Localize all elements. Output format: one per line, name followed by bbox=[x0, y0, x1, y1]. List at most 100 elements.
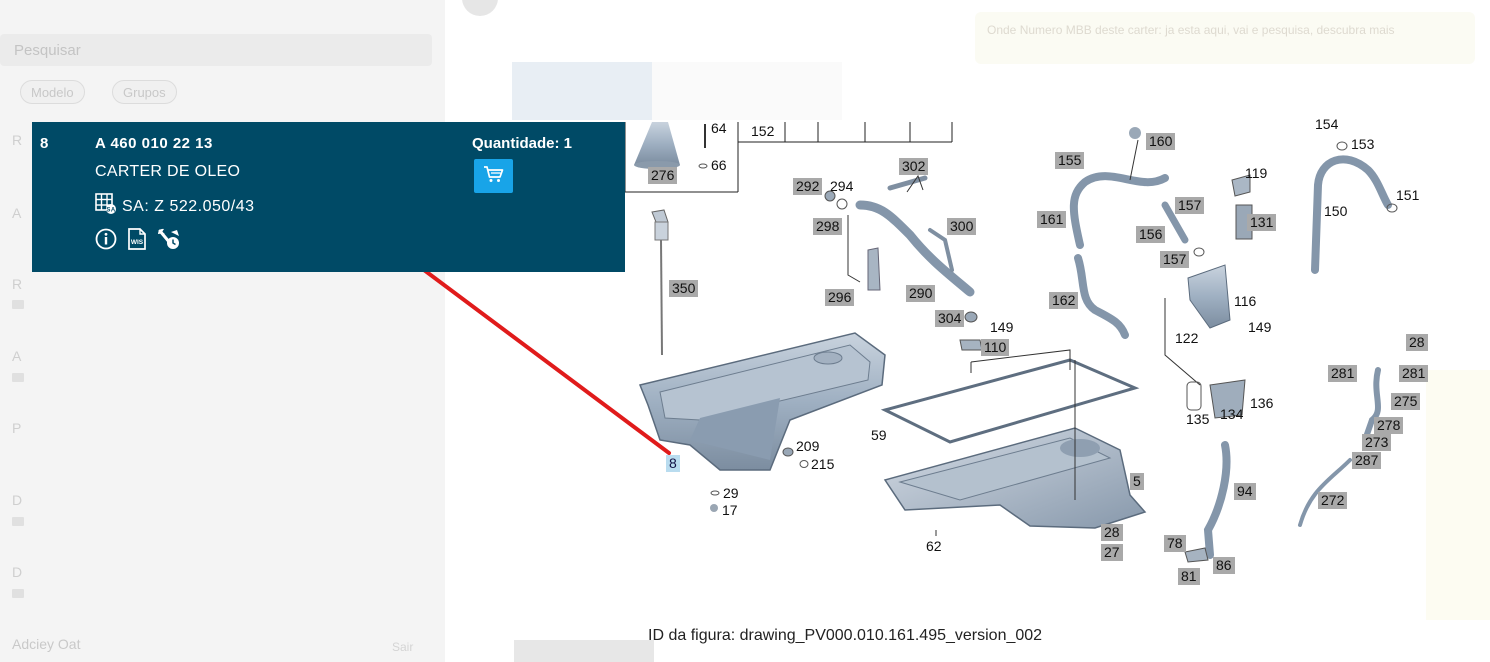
part-label[interactable]: 292 bbox=[793, 178, 823, 195]
part-label[interactable]: 272 bbox=[1318, 492, 1348, 509]
part-label[interactable]: 62 bbox=[926, 538, 942, 554]
part-label[interactable]: 154 bbox=[1315, 116, 1339, 132]
hose-150 bbox=[1311, 155, 1392, 274]
part-label[interactable]: 5 bbox=[1130, 473, 1144, 490]
part-label[interactable]: 350 bbox=[669, 280, 699, 297]
part-label[interactable]: 116 bbox=[1234, 293, 1257, 309]
part-label[interactable]: 281 bbox=[1399, 365, 1429, 382]
sidebar-row[interactable]: R bbox=[12, 276, 23, 292]
figure-id-caption: ID da figura: drawing_PV000.010.161.495_… bbox=[648, 627, 1043, 644]
part-label[interactable]: 153 bbox=[1351, 136, 1375, 152]
part-description: CARTER DE OLEO bbox=[95, 163, 241, 180]
sidebar-row[interactable]: D bbox=[12, 564, 23, 580]
add-to-cart-button[interactable] bbox=[474, 159, 513, 193]
part-label[interactable]: 86 bbox=[1213, 557, 1235, 574]
part-label[interactable]: 17 bbox=[722, 502, 738, 518]
part-label[interactable]: 294 bbox=[830, 178, 854, 194]
cart-icon bbox=[483, 165, 505, 188]
part-label[interactable]: 157 bbox=[1175, 197, 1205, 214]
oil-line-290 bbox=[855, 200, 975, 297]
part-label[interactable]: 110 bbox=[981, 339, 1010, 356]
part-label[interactable]: 119 bbox=[1245, 165, 1268, 181]
sidebar-row[interactable]: P bbox=[12, 420, 22, 436]
part-label[interactable]: 151 bbox=[1396, 187, 1420, 203]
part-label[interactable]: 66 bbox=[711, 157, 727, 173]
hose-155 bbox=[1069, 172, 1169, 249]
part-label-highlighted[interactable]: 8 bbox=[666, 455, 680, 472]
part-label[interactable]: 28 bbox=[1406, 334, 1428, 351]
search-input[interactable]: Pesquisar bbox=[0, 34, 432, 66]
part-label[interactable]: 149 bbox=[1248, 319, 1272, 335]
part-label[interactable]: 275 bbox=[1391, 393, 1421, 410]
part-label[interactable]: 28 bbox=[1101, 524, 1123, 541]
sidebar-row[interactable]: R bbox=[12, 132, 23, 148]
part-label[interactable]: 273 bbox=[1362, 434, 1392, 451]
sa-code: SA: Z 522.050/43 bbox=[122, 197, 255, 215]
part-label[interactable]: 302 bbox=[899, 158, 929, 175]
part-label[interactable]: 161 bbox=[1037, 211, 1067, 228]
part-label[interactable]: 215 bbox=[811, 456, 835, 472]
hose-94 bbox=[1203, 441, 1231, 559]
notice-banner: Onde Numero MBB deste carter: ja esta aq… bbox=[975, 12, 1475, 64]
part-label[interactable]: 290 bbox=[906, 285, 936, 302]
part-label[interactable]: 287 bbox=[1352, 452, 1382, 469]
part-label[interactable]: 300 bbox=[947, 218, 977, 235]
gasket-part bbox=[880, 358, 1140, 444]
info-icon[interactable] bbox=[95, 228, 117, 255]
part-label[interactable]: 160 bbox=[1146, 133, 1176, 150]
footer-label: Adciey Oat bbox=[12, 636, 81, 652]
oil-pan-part-5 bbox=[883, 427, 1147, 529]
part-label[interactable]: 78 bbox=[1164, 535, 1186, 552]
part-label[interactable]: 296 bbox=[825, 289, 855, 306]
line-272 bbox=[1298, 458, 1352, 527]
part-label[interactable]: 135 bbox=[1186, 411, 1210, 427]
filter-chip-modelo[interactable]: Modelo bbox=[20, 80, 85, 104]
part-label[interactable]: 298 bbox=[813, 218, 843, 235]
part-label[interactable]: 131 bbox=[1247, 214, 1277, 231]
part-label[interactable]: 157 bbox=[1160, 251, 1190, 268]
part-detail-popup: 8 A 460 010 22 13 CARTER DE OLEO SA SA: … bbox=[32, 122, 625, 272]
row-icon bbox=[12, 589, 24, 598]
part-label[interactable]: 156 bbox=[1136, 226, 1166, 243]
oil-pan-part-8 bbox=[638, 332, 886, 471]
row-icon bbox=[12, 300, 24, 309]
avatar bbox=[462, 0, 498, 16]
part-number[interactable]: A 460 010 22 13 bbox=[95, 135, 213, 152]
part-label[interactable]: 150 bbox=[1324, 203, 1348, 219]
position-number: 8 bbox=[40, 135, 49, 152]
part-label[interactable]: 304 bbox=[935, 310, 965, 327]
part-label[interactable]: 149 bbox=[990, 319, 1014, 335]
part-label[interactable]: 81 bbox=[1178, 568, 1200, 585]
part-label[interactable]: 209 bbox=[796, 438, 820, 454]
part-label[interactable]: 136 bbox=[1250, 395, 1274, 411]
sidebar-row[interactable]: A bbox=[12, 348, 22, 364]
sidebar-row[interactable]: A bbox=[12, 205, 22, 221]
part-label[interactable]: 162 bbox=[1049, 292, 1079, 309]
part-label[interactable]: 59 bbox=[871, 427, 887, 443]
tools-icon[interactable] bbox=[157, 228, 181, 255]
part-label[interactable]: 281 bbox=[1328, 365, 1358, 382]
part-label[interactable]: 155 bbox=[1055, 152, 1085, 169]
filter-chip-grupos[interactable]: Grupos bbox=[112, 80, 177, 104]
background-sidebar bbox=[0, 0, 445, 662]
part-label[interactable]: 122 bbox=[1175, 330, 1199, 346]
wis-document-icon[interactable]: WIS bbox=[127, 228, 147, 255]
part-label[interactable]: 27 bbox=[1101, 544, 1123, 561]
part-label[interactable]: 29 bbox=[723, 485, 739, 501]
row-icon bbox=[12, 373, 24, 382]
part-label[interactable]: 94 bbox=[1234, 483, 1256, 500]
part-label[interactable]: 152 bbox=[751, 123, 775, 139]
footer-link[interactable]: Sair bbox=[392, 640, 414, 654]
part-label[interactable]: 278 bbox=[1374, 417, 1404, 434]
part-label[interactable]: 276 bbox=[648, 167, 678, 184]
sidebar-row[interactable]: D bbox=[12, 492, 23, 508]
kit-table-lines bbox=[624, 122, 953, 193]
part-label[interactable]: 64 bbox=[711, 120, 727, 136]
part-label[interactable]: 134 bbox=[1220, 406, 1244, 422]
drawing-toolbar bbox=[512, 62, 652, 120]
zoom-toolbar bbox=[514, 640, 654, 662]
drawing-toolbar-extension bbox=[652, 62, 842, 120]
